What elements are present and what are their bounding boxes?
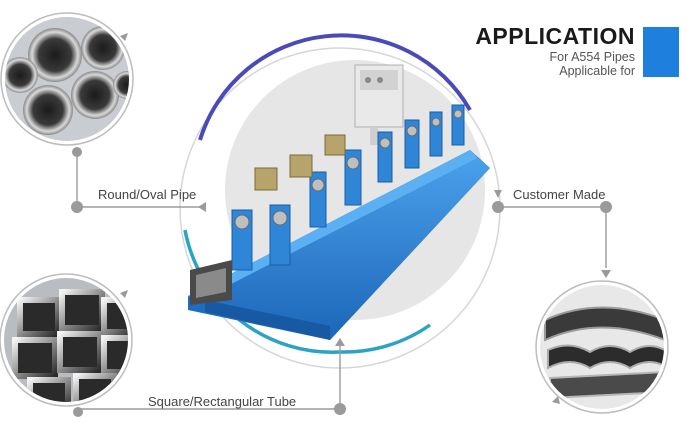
top-arc <box>198 33 472 141</box>
square-tube-bundle-photo <box>4 278 128 402</box>
heading-line-2: Applicable for <box>559 64 635 78</box>
connector-arrows <box>120 33 611 404</box>
label-round-oval-pipe: Round/Oval Pipe <box>98 187 197 202</box>
tube-mill-machine-illustration <box>188 64 490 340</box>
custom-profile-photo <box>540 285 664 409</box>
round-pipe-bundle-photo <box>5 17 129 141</box>
heading-title: APPLICATION <box>475 23 635 49</box>
blue-accent-block <box>643 27 679 77</box>
label-customer-made: Customer Made <box>513 187 606 202</box>
label-square-rectangular-tube: Square/Rectangular Tube <box>148 394 297 409</box>
application-heading: APPLICATION For A554 Pipes Applicable fo… <box>475 22 635 78</box>
heading-line-1: For A554 Pipes <box>549 50 635 64</box>
